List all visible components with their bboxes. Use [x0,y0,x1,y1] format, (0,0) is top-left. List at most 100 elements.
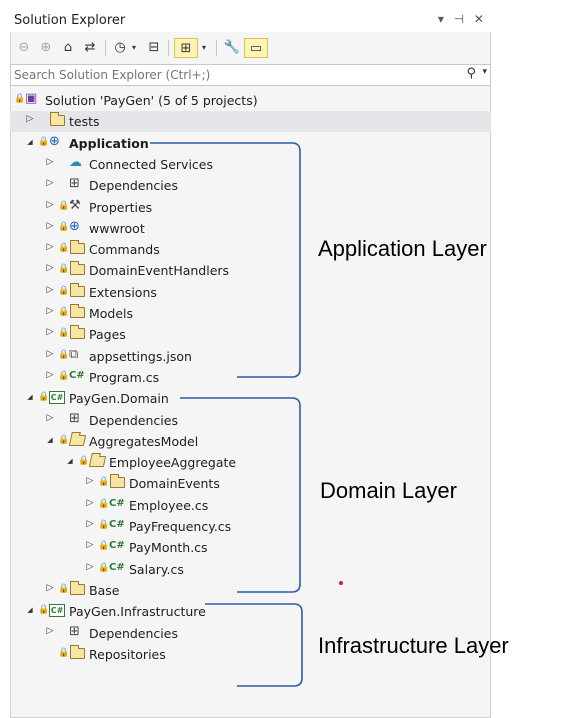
tree-item[interactable]: ▷🔒DomainEvents [10,473,491,494]
chevron-down-icon[interactable]: ▾ [482,67,487,77]
expand-arrow-icon[interactable]: ▷ [46,369,54,380]
tree-item[interactable]: ▷🔒⧉appsettings.json [10,346,491,367]
tree-item-label: PayMonth.cs [129,540,208,556]
collapse-arrow-icon[interactable]: ◢ [47,435,53,444]
lock-icon: 🔒 [58,221,70,232]
tree-item[interactable]: ▷🔒C#PayFrequency.cs [10,516,491,537]
tree-item[interactable]: ▷🔒C#Program.cs [10,367,491,388]
home-icon[interactable]: ⌂ [63,40,73,55]
pending-changes-filter-icon[interactable]: ◷ [114,40,126,55]
chevron-down-icon[interactable]: ▾ [201,43,206,52]
expand-arrow-icon[interactable]: ▷ [86,476,94,487]
expand-arrow-icon[interactable]: ▷ [46,284,54,295]
tree-item-label: DomainEventHandlers [89,263,230,279]
tree-item[interactable]: ▷⊞Dependencies [10,410,491,431]
lock-icon: 🔒 [38,605,50,616]
expand-arrow-icon[interactable]: ▷ [86,540,94,551]
lock-icon: 🔒 [58,328,70,339]
tree-item-label: Commands [89,242,160,258]
tree-item[interactable]: ▷🔒Commands [10,239,491,260]
collapse-arrow-icon[interactable]: ◢ [27,606,33,615]
tree-item[interactable]: ▷ 🔒 Models [10,303,491,324]
search-input[interactable] [14,66,454,84]
tree-item[interactable]: ▷🔒C#Salary.cs [10,559,491,580]
properties-wrench-icon[interactable]: 🔧 [223,40,241,55]
chevron-down-icon[interactable]: ▾ [131,43,136,52]
tree-item[interactable]: ◢🔒⊕Application [10,133,491,154]
tree-item[interactable]: ▷🔒Extensions [10,282,491,303]
folder-icon [110,474,125,489]
tree-item[interactable]: ▷⊞Dependencies [10,175,491,196]
tree-item-label: Repositories [89,646,166,662]
folder-icon [70,261,85,276]
expand-arrow-icon[interactable]: ▷ [46,412,54,423]
lock-icon: 🔒 [14,94,26,104]
search-box: ⚲ ▾ [10,64,491,86]
tree-item[interactable]: ◢ 🔒C# PayGen.Infrastructure [10,601,491,622]
show-all-files-icon[interactable]: ⊞ [174,38,198,58]
expand-arrow-icon[interactable]: ▷ [46,156,54,167]
tree-item[interactable]: ▷⊞Dependencies [10,623,491,644]
expand-arrow-icon[interactable]: ▷ [26,114,34,125]
lock-icon: 🔒 [58,434,70,445]
tree-item[interactable]: ▷🔒Pages [10,324,491,345]
tree-item-label: Application [69,135,149,151]
expand-arrow-icon[interactable]: ▷ [46,348,54,359]
expand-arrow-icon[interactable]: ▷ [46,582,54,593]
tree-item-label: Models [89,306,134,321]
toolbar-separator [216,40,217,56]
search-icon[interactable]: ⚲ [466,66,476,81]
tree-item-label: Base [89,582,120,598]
connected-services-icon: ☁ [69,154,82,170]
expand-arrow-icon[interactable]: ▷ [46,263,54,274]
tree-item[interactable]: ▷🔒C#Employee.cs [10,495,491,516]
expand-arrow-icon[interactable]: ▷ [46,327,54,338]
lock-icon: 🔒 [58,307,70,317]
toolbar-separator [105,40,106,56]
lock-icon: 🔒 [58,349,70,360]
tree-item-label: Employee.cs [129,497,209,513]
lock-icon: 🔒 [58,264,70,275]
tree-item[interactable]: ▷ 🔒 DomainEventHandlers [10,260,491,281]
tree-item[interactable]: 🔒Repositories [10,644,491,665]
csharp-project-icon: C# [49,604,65,618]
tree-item[interactable]: ▷🔒C#PayMonth.cs [10,537,491,558]
tree-item-label: Dependencies [89,412,178,428]
dependencies-icon: ⊞ [69,176,80,192]
expand-arrow-icon[interactable]: ▷ [46,199,54,210]
expand-arrow-icon[interactable]: ▷ [46,178,54,189]
folder-icon [70,644,85,659]
tree-item[interactable]: ▷tests [10,111,491,133]
back-icon[interactable]: ⊖ [18,40,30,55]
tree-item[interactable]: ▷🔒Base [10,580,491,601]
collapse-arrow-icon[interactable]: ◢ [27,393,33,402]
tree-item[interactable]: ▷☁Connected Services [10,154,491,175]
tree-item[interactable]: 🔒▣Solution 'PayGen' (5 of 5 projects) [10,90,491,111]
lock-icon: 🔒 [38,136,50,147]
collapse-arrow-icon[interactable]: ◢ [27,137,33,146]
expand-arrow-icon[interactable]: ▷ [46,306,54,316]
lock-icon: 🔒 [58,200,70,211]
tree-item[interactable]: ▷🔒⊕wwwroot [10,218,491,239]
tree-item[interactable]: ◢ 🔒 AggregatesModel [10,431,491,452]
tree-item-label: PayGen.Infrastructure [69,604,206,620]
expand-arrow-icon[interactable]: ▷ [86,561,94,572]
switch-views-icon[interactable]: ⇄ [84,40,96,55]
tree-item[interactable]: ▷🔒⚒Properties [10,197,491,218]
expand-arrow-icon[interactable]: ▷ [46,220,54,231]
tree-item[interactable]: ◢🔒EmployeeAggregate [10,452,491,473]
forward-icon[interactable]: ⊕ [40,40,52,55]
tree-item-label: AggregatesModel [89,433,199,449]
expand-arrow-icon[interactable]: ▷ [86,519,94,529]
lock-icon: 🔒 [38,392,50,403]
tree-item[interactable]: ◢🔒C#PayGen.Domain [10,388,491,409]
collapse-arrow-icon[interactable]: ◢ [67,457,73,466]
preview-selected-icon[interactable]: ▭ [244,38,268,58]
collapse-all-icon[interactable]: ⊟ [148,40,160,55]
expand-arrow-icon[interactable]: ▷ [46,242,54,253]
tree-item-label: EmployeeAggregate [109,455,237,471]
expand-arrow-icon[interactable]: ▷ [86,497,94,508]
window-controls[interactable]: ▾ ⊣ ✕ [437,12,487,26]
infrastructure-bracket [205,603,303,687]
expand-arrow-icon[interactable]: ▷ [46,625,54,636]
